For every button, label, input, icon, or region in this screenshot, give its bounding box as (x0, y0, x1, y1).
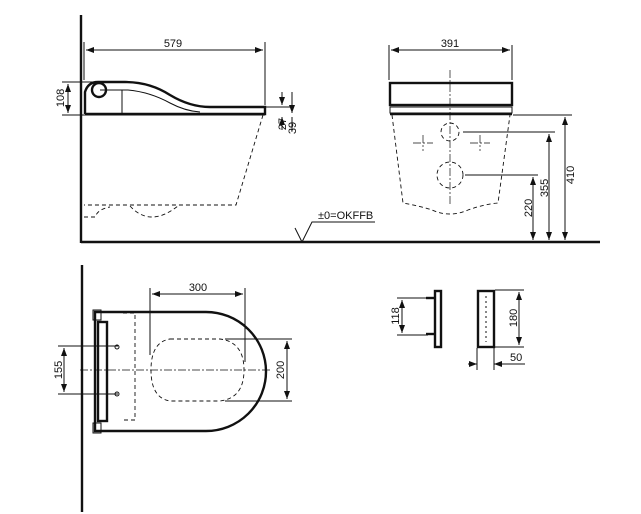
height-118-label: 118 (390, 307, 402, 325)
width-579-label: 579 (164, 38, 182, 50)
height-410-label: 410 (565, 166, 577, 184)
spacing-155-label: 155 (53, 361, 65, 379)
height-108-label: 108 (55, 89, 67, 107)
bowl-outline-front (391, 114, 511, 215)
control-panel: 118 180 50 (390, 289, 525, 370)
hinge-circle (90, 81, 108, 99)
top-view: 300 200 155 (53, 265, 292, 512)
floor-level-symbol (294, 221, 375, 244)
seat-gap-27-label: 27 (277, 118, 289, 130)
front-view: 391 410 355 220 (388, 38, 577, 240)
side-view: 579 108 27 39 ±0=OKFFB (55, 15, 600, 244)
seat-height-39-label: 39 (287, 122, 299, 134)
height-355-label: 355 (539, 179, 551, 197)
panel-side (433, 289, 443, 349)
bowl-opening-outline (150, 338, 245, 402)
height-180-label: 180 (508, 309, 520, 327)
seat-profile (83, 80, 267, 116)
width-200-label: 200 (275, 361, 287, 379)
seat-top-outline (93, 310, 268, 433)
floor-level-label: ±0=OKFFB (318, 210, 373, 222)
depth-50-label: 50 (510, 352, 522, 364)
height-220-label: 220 (523, 199, 535, 217)
width-391-label: 391 (441, 38, 459, 50)
panel-front (476, 289, 496, 349)
seat-front (388, 81, 514, 107)
length-300-label: 300 (189, 282, 207, 294)
